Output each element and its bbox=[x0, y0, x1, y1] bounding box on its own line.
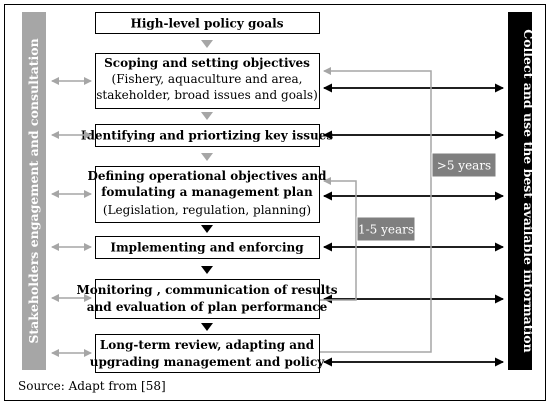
stakeholder-bar-label: Stakeholders engagement and consultation bbox=[26, 38, 41, 343]
step-7-line-2: upgrading management and policy bbox=[90, 355, 326, 369]
step-3-box: Identifying and priortizing key issues bbox=[81, 124, 333, 147]
flow-arrow-4-5 bbox=[201, 225, 213, 233]
outer-frame bbox=[4, 4, 546, 401]
flow-arrow-3-4 bbox=[201, 153, 213, 161]
step-2-box: Scoping and setting objectives (Fishery,… bbox=[95, 53, 320, 109]
step-6-line-1: Monitoring , communication of results bbox=[76, 283, 337, 297]
step-6-box: Monitoring , communication of results an… bbox=[76, 279, 338, 319]
step-5-line-1: Implementing and enforcing bbox=[110, 241, 304, 255]
short-cycle-label: 1-5 years bbox=[358, 223, 414, 237]
step-3-line-1: Identifying and priortizing key issues bbox=[81, 129, 333, 143]
short-cycle-loop bbox=[320, 177, 357, 301]
flow-arrow-1-2 bbox=[201, 40, 213, 48]
step-2-line-3: stakeholder, broad issues and goals) bbox=[96, 88, 318, 102]
long-cycle-loop bbox=[320, 67, 432, 353]
flow-arrow-2-3 bbox=[201, 112, 213, 120]
information-bar-label: Collect and use the best available infor… bbox=[521, 29, 536, 352]
step-4-line-1: Defining operational objectives and bbox=[87, 169, 327, 183]
step-1-line-1: High-level policy goals bbox=[131, 17, 284, 31]
step-7-box: Long-term review, adapting and upgrading… bbox=[90, 334, 326, 373]
step-2-line-1: Scoping and setting objectives bbox=[104, 56, 310, 70]
information-links bbox=[323, 83, 504, 367]
flow-arrows bbox=[201, 40, 213, 331]
short-cycle-label-box: 1-5 years bbox=[356, 216, 416, 242]
feedback-loops bbox=[320, 67, 432, 353]
step-4-box: Defining operational objectives and fomu… bbox=[87, 166, 327, 223]
step-4-line-2: fomulating a management plan bbox=[101, 185, 313, 199]
step-6-line-2: and evaluation of plan performance bbox=[87, 300, 328, 314]
source-caption: Source: Adapt from [58] bbox=[18, 379, 166, 393]
step-7-line-1: Long-term review, adapting and bbox=[100, 338, 315, 352]
step-4-line-3: (Legislation, regulation, planning) bbox=[103, 203, 311, 217]
stakeholder-bar bbox=[22, 12, 46, 370]
step-5-box: Implementing and enforcing bbox=[95, 236, 320, 259]
long-cycle-label: >5 years bbox=[437, 159, 491, 173]
information-bar bbox=[508, 12, 532, 370]
flow-arrow-5-6 bbox=[201, 266, 213, 274]
step-2-line-2: (Fishery, aquaculture and area, bbox=[112, 72, 303, 86]
step-1-box: High-level policy goals bbox=[95, 12, 320, 34]
long-cycle-label-box: >5 years bbox=[431, 152, 497, 178]
stakeholder-links bbox=[51, 77, 92, 357]
flow-arrow-6-7 bbox=[201, 323, 213, 331]
